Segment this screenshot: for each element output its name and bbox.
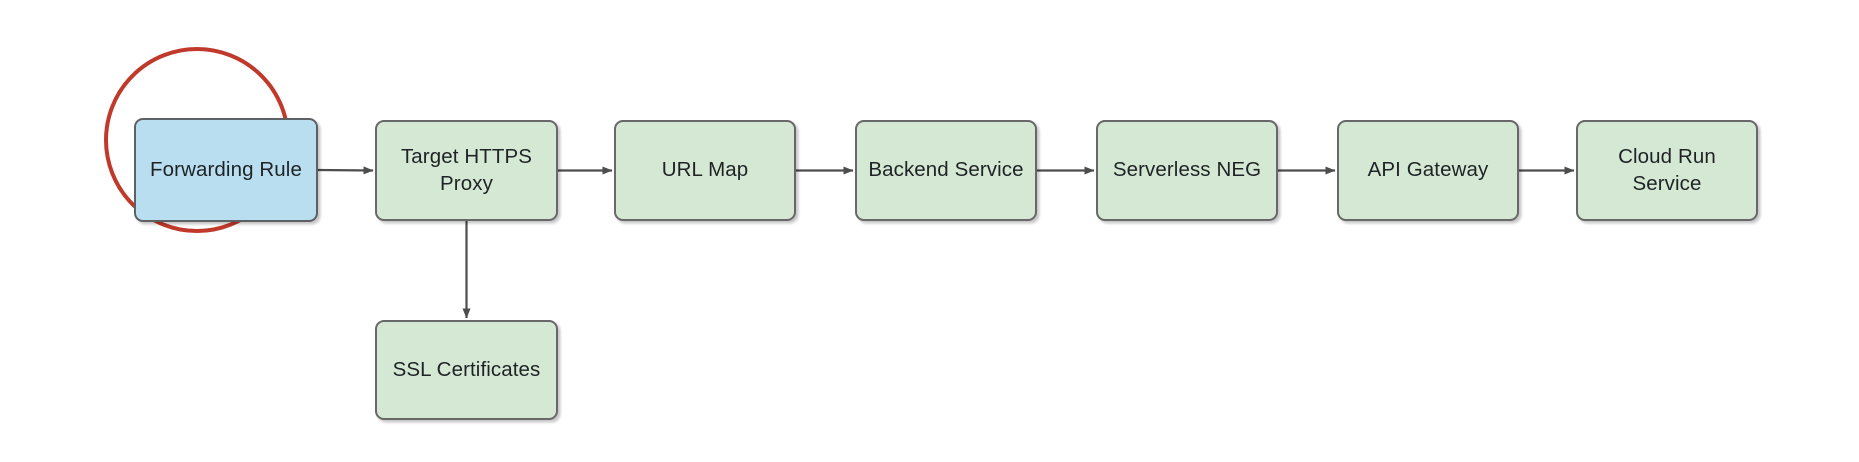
node-backend-service[interactable]: Backend Service: [855, 120, 1037, 221]
node-cloud-run-service[interactable]: Cloud Run Service: [1576, 120, 1758, 221]
node-cloud-run-service-label: Cloud Run Service: [1618, 145, 1716, 195]
node-serverless-neg[interactable]: Serverless NEG: [1096, 120, 1278, 221]
edge-forwarding-rule-to-target-https-proxy: [317, 166, 374, 175]
node-target-https-proxy-label: Target HTTPS Proxy: [400, 145, 533, 195]
node-url-map-label: URL Map: [661, 158, 749, 182]
node-ssl-certificates-label: SSL Certificates: [392, 357, 541, 381]
node-url-map[interactable]: URL Map: [614, 120, 796, 221]
node-api-gateway-label: API Gateway: [1367, 158, 1489, 182]
node-forwarding-rule[interactable]: Forwarding Rule: [134, 118, 318, 222]
node-backend-service-label: Backend Service: [868, 158, 1024, 182]
node-api-gateway[interactable]: API Gateway: [1337, 120, 1519, 221]
edge-group: [317, 166, 1575, 319]
node-serverless-neg-label: Serverless NEG: [1112, 158, 1262, 182]
node-ssl-certificates[interactable]: SSL Certificates: [375, 320, 558, 420]
node-target-https-proxy[interactable]: Target HTTPS Proxy: [375, 120, 558, 221]
node-forwarding-rule-label: Forwarding Rule: [150, 157, 302, 181]
